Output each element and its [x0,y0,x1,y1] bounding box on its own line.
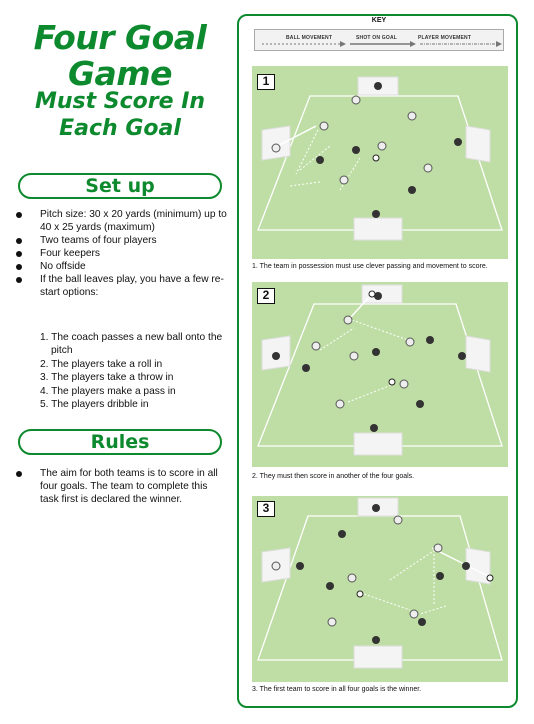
title-line-2: Game [67,54,173,93]
rules-bullet: The aim for both teams is to score in al… [14,467,228,506]
setup-bullet: Four keepers [14,247,228,260]
title-line-3: Must Score In [34,89,206,114]
diagram-1-number: 1 [257,74,275,90]
pitch-3-players [271,504,494,644]
diagram-1-caption: 1. The team in possession must use cleve… [252,263,488,270]
diagram-2-caption: 2. They must then score in another of th… [252,473,415,480]
key-shot-on-goal-label: SHOT ON GOAL [356,35,398,41]
bullet-icon [16,277,22,283]
restart-option: 4. The players make a pass in [40,385,176,397]
setup-bullet: Pitch size: 30 x 20 yards (minimum) up t… [14,208,228,234]
bullet-icon [16,251,22,257]
key-box [254,29,504,51]
rules-bullet-list: The aim for both teams is to score in al… [14,467,228,506]
title-line-1: Four Goal [33,18,207,57]
restart-options-list: 1. The coach passes a new ball onto the … [40,331,230,411]
key-ball-movement-label: BALL MOVEMENT [286,35,333,41]
title-line-4: Each Goal [59,116,181,141]
bullet-icon [16,264,22,270]
setup-bullet: No offside [14,260,228,273]
restart-option: 5. The players dribble in [40,399,149,411]
restart-option: 1. The coach passes a new ball onto the … [40,332,223,357]
pitch-2-markings [257,284,503,456]
bullet-icon [16,238,22,244]
rules-heading: Rules [18,429,222,455]
setup-heading: Set up [18,173,222,199]
bullet-icon [16,471,22,477]
key-title: KEY [371,17,387,24]
key-arrows [262,41,502,47]
diagram-3-number: 3 [257,501,275,517]
bullet-icon [16,212,22,218]
setup-bullet: Two teams of four players [14,234,228,247]
restart-option: 2. The players take a roll in [40,358,163,370]
diagram-2-number: 2 [257,288,275,304]
setup-bullet-list: Pitch size: 30 x 20 yards (minimum) up t… [14,208,228,299]
key-player-movement-label: PLAYER MOVEMENT [418,35,472,41]
setup-bullet: If the ball leaves play, you have a few … [14,273,228,299]
pitch-3-markings [257,497,503,669]
pitch-2-players [272,290,466,432]
diagram-3-caption: 3. The first team to score in all four g… [252,686,422,693]
pitch-1-markings [257,76,503,241]
pitch-1-players [271,82,462,218]
restart-option: 3. The players take a throw in [40,372,174,384]
